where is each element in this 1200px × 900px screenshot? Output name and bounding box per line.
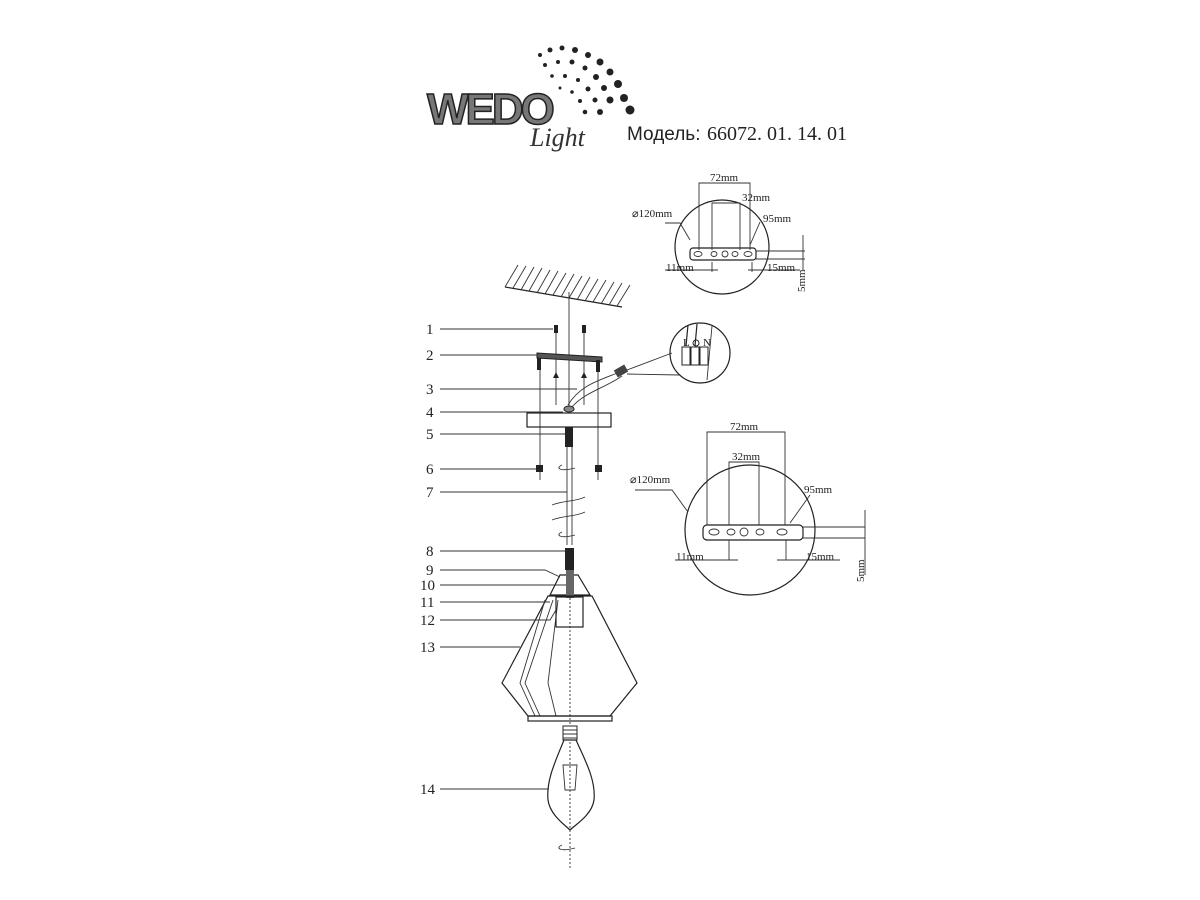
mount-detail-large: 72mm 32mm ⌀120mm 95mm 11mm 15mm 5mm <box>630 421 867 596</box>
shade-rim <box>527 715 613 722</box>
live-label: L <box>683 337 690 349</box>
model-number: 66072. 01. 14. 01 <box>707 123 847 145</box>
brand-logo: WEDO Light <box>426 45 635 152</box>
model-label: Модель: <box>627 124 700 145</box>
part-label: 11 <box>420 595 434 611</box>
neutral-label: N <box>703 337 711 349</box>
part-label: 7 <box>426 485 434 501</box>
dim-diameter: ⌀120mm <box>630 474 671 486</box>
dim-left: 11mm <box>676 551 704 563</box>
part-label: 2 <box>426 348 434 364</box>
logo-script: Light <box>529 123 586 152</box>
bulb <box>547 725 595 831</box>
dim-spacing: 32mm <box>742 192 771 204</box>
dim-right: 15mm <box>806 551 835 563</box>
dim-left: 11mm <box>666 262 694 274</box>
part-label: 12 <box>420 613 435 629</box>
wiring-detail: L N <box>669 322 731 384</box>
part-callouts: 1 2 3 4 5 6 7 8 9 10 11 12 13 14 <box>420 322 577 798</box>
dim-width: 72mm <box>730 421 759 433</box>
dim-slot: 95mm <box>763 213 792 225</box>
part-label: 8 <box>426 544 434 560</box>
logo-dots <box>538 45 635 115</box>
terminal-block <box>613 364 629 378</box>
mounting-bracket <box>536 352 603 480</box>
dim-spacing: 32mm <box>732 451 761 463</box>
part-label: 1 <box>426 322 434 338</box>
lamp-socket <box>555 596 584 628</box>
dim-thickness: 5mm <box>855 559 867 582</box>
dim-width: 72mm <box>710 172 739 184</box>
glass-shade <box>501 595 638 717</box>
part-label: 10 <box>420 578 435 594</box>
mount-detail-small: 72mm 32mm ⌀120mm 95mm 11mm 15mm 5mm <box>632 172 808 295</box>
dim-thickness: 5mm <box>796 269 808 292</box>
part-label: 3 <box>426 382 434 398</box>
ground-icon <box>692 339 700 347</box>
cable-break-mark <box>551 496 586 521</box>
cable-lock <box>565 548 574 570</box>
supply-wires <box>567 371 621 406</box>
screws <box>553 325 587 405</box>
rotate-arrow <box>558 464 576 471</box>
part-label: 5 <box>426 427 434 443</box>
nut <box>563 405 575 413</box>
part-label: 14 <box>420 782 436 798</box>
part-label: 4 <box>426 405 434 421</box>
ceiling-hatch <box>504 264 631 308</box>
dim-slot: 95mm <box>804 484 833 496</box>
dim-diameter: ⌀120mm <box>632 208 673 220</box>
logo-main: WEDO <box>427 85 554 134</box>
dim-right: 15mm <box>767 262 796 274</box>
cap-nut <box>536 465 543 472</box>
cable-grip <box>565 427 573 447</box>
part-label: 6 <box>426 462 434 478</box>
part-label: 13 <box>420 640 435 656</box>
part-label: 9 <box>426 563 434 579</box>
